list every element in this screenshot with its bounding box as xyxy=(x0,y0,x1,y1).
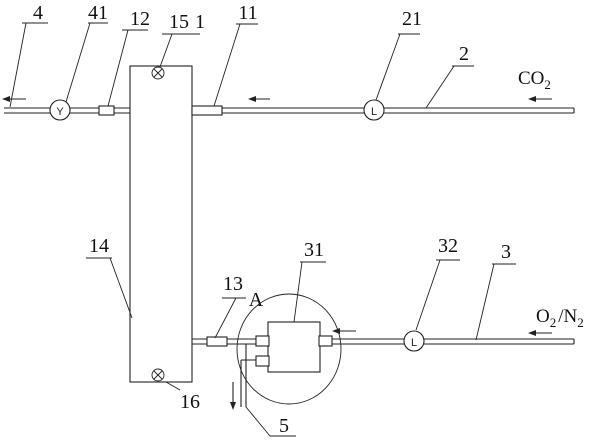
leader-13 xyxy=(214,297,237,339)
top-valve-15 xyxy=(151,66,165,80)
drain-arrow-5 xyxy=(230,382,236,410)
gauge-21-symbol: L xyxy=(371,106,377,118)
label-5: 5 xyxy=(279,415,289,437)
label-13: 13 xyxy=(223,273,243,295)
leader-3 xyxy=(475,263,495,341)
leader-31 xyxy=(293,261,303,323)
leader-32 xyxy=(415,259,441,331)
label-14: 14 xyxy=(89,235,109,257)
leader-12 xyxy=(107,29,129,107)
outlet-pipe-4 xyxy=(4,105,130,116)
label-1: 1 xyxy=(195,11,205,33)
leader-2 xyxy=(425,65,455,109)
label-21: 21 xyxy=(402,8,422,30)
gauge-41-symbol: Y xyxy=(56,106,64,118)
co2-gauge-21: L xyxy=(363,99,385,121)
label-11: 11 xyxy=(238,2,257,24)
o2n2-flow-arrow-right xyxy=(528,330,552,336)
leader-15 xyxy=(159,33,173,68)
co2-inlet-pipe-2 xyxy=(191,105,575,116)
leader-21 xyxy=(375,33,401,101)
label-32: 32 xyxy=(438,235,458,257)
o2n2-pipe-3 xyxy=(192,336,575,407)
label-12: 12 xyxy=(130,8,150,30)
gauge-32-symbol: L xyxy=(411,337,417,349)
connector-11 xyxy=(191,105,223,116)
n2-main: /N xyxy=(558,306,577,327)
label-2: 2 xyxy=(459,43,469,65)
mixer-31 xyxy=(255,321,333,373)
n2-subscript: 2 xyxy=(577,315,584,330)
leader-16 xyxy=(165,381,181,391)
label-4: 4 xyxy=(33,2,43,24)
label-o2-n2: O2/N2 xyxy=(536,306,584,330)
co2-flow-arrow-left xyxy=(248,96,270,102)
label-31: 31 xyxy=(304,239,324,261)
o2-main: O xyxy=(536,306,550,327)
outlet-flow-arrow xyxy=(2,96,26,102)
o2n2-flow-arrow-mixer xyxy=(332,328,356,334)
leader-14 xyxy=(109,257,133,319)
o2-subscript: 2 xyxy=(550,315,557,330)
outlet-gauge-41: Y xyxy=(49,99,71,121)
bottom-valve-16 xyxy=(151,368,165,382)
leader-41 xyxy=(65,22,91,103)
co2-flow-arrow-right xyxy=(528,96,552,102)
vessel-body xyxy=(129,65,193,383)
leader-4 xyxy=(9,22,27,108)
connector-13 xyxy=(206,336,228,347)
leader-5 xyxy=(245,406,271,437)
leader-lines xyxy=(9,22,516,437)
co2-subscript: 2 xyxy=(544,77,551,92)
co2-main: CO xyxy=(518,68,544,89)
detail-circle-a xyxy=(236,293,342,405)
label-a: A xyxy=(249,289,264,311)
o2n2-gauge-32: L xyxy=(403,330,425,352)
connector-12 xyxy=(98,105,115,116)
label-15: 15 xyxy=(169,11,189,33)
label-3: 3 xyxy=(501,241,511,263)
leader-11 xyxy=(213,23,241,107)
label-41: 41 xyxy=(88,2,108,24)
label-16: 16 xyxy=(180,391,200,413)
label-co2: CO2 xyxy=(518,68,551,92)
